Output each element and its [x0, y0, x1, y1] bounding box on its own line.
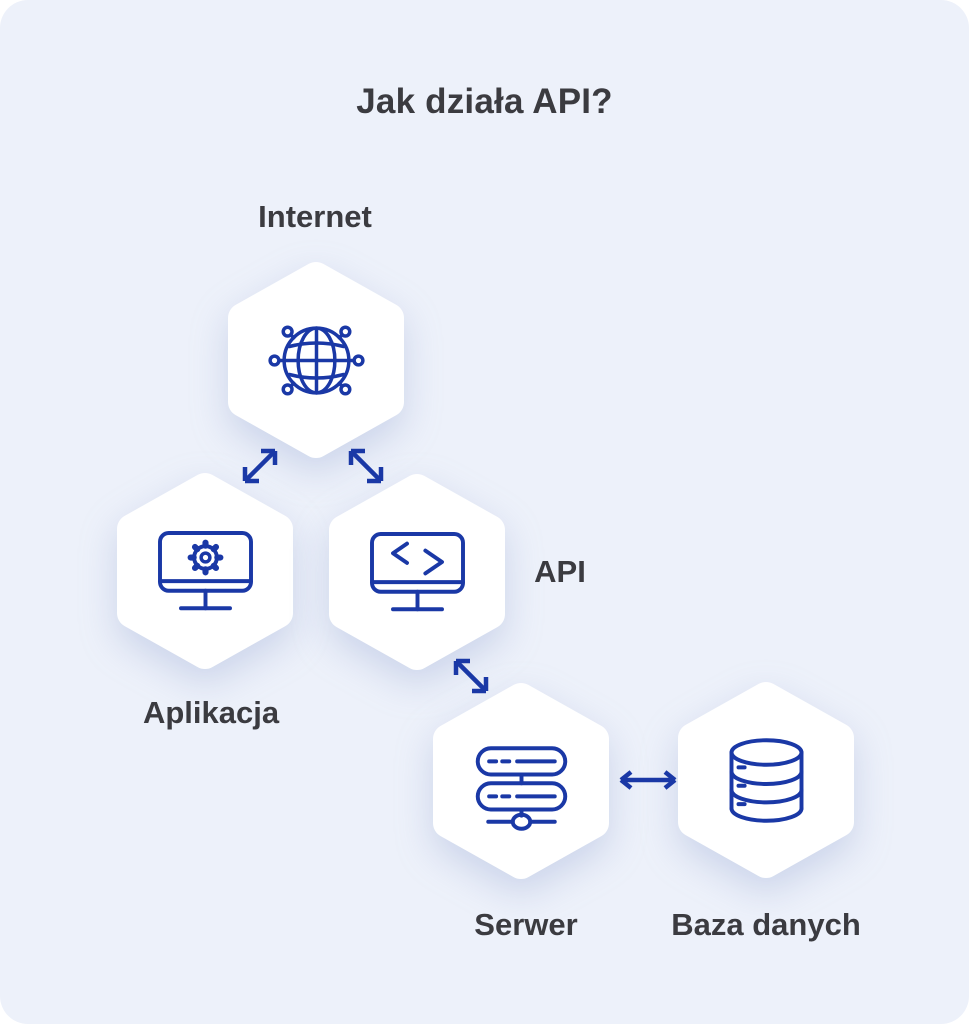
node-label-internet: Internet: [258, 199, 372, 234]
arrow-internet-api: [348, 448, 384, 484]
globe-network-icon: [267, 325, 365, 395]
diagram-title: Jak działa API?: [356, 82, 613, 121]
node-label-baza-danych: Baza danych: [671, 907, 861, 942]
node-label-api: API: [534, 554, 586, 589]
hexagon-shape: [329, 474, 505, 670]
node-aplikacja: [115, 471, 295, 671]
arrow-serwer-baza-danych: [619, 770, 677, 790]
node-baza-danych: [676, 680, 856, 880]
node-internet: [226, 260, 406, 460]
hexagon-shape: [678, 682, 854, 878]
database-icon: [729, 737, 803, 823]
node-api: [327, 472, 507, 672]
node-label-serwer: Serwer: [474, 907, 578, 942]
arrow-internet-aplikacja: [242, 448, 278, 484]
node-label-aplikacja: Aplikacja: [142, 695, 280, 730]
monitor-gear-icon: [157, 530, 253, 610]
monitor-code-icon: [369, 531, 465, 611]
node-serwer: [431, 681, 611, 881]
server-icon: [475, 745, 567, 831]
arrow-api-serwer: [453, 658, 489, 694]
